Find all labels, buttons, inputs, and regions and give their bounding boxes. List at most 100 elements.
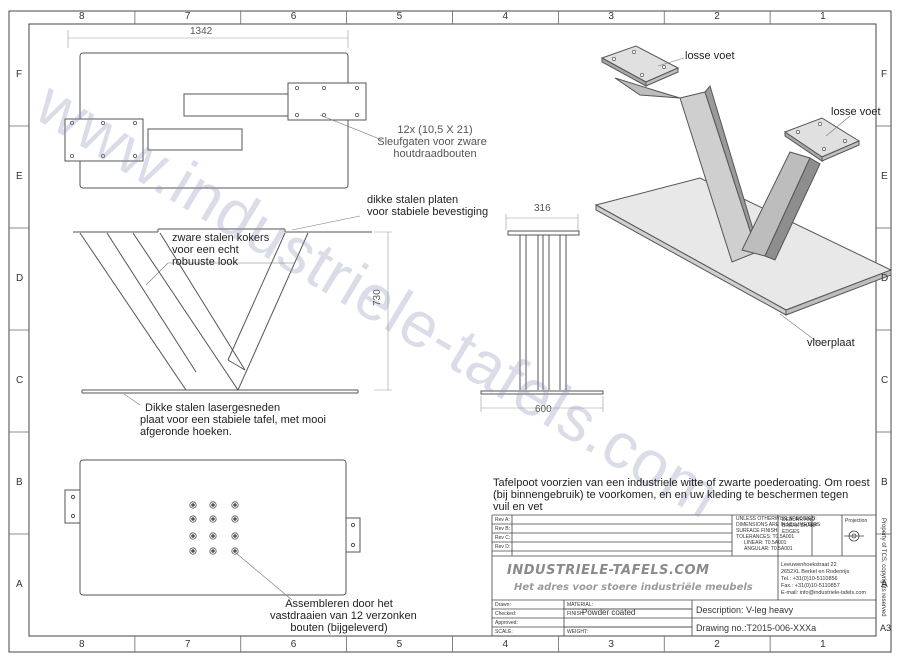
- note-tubes-line1: zware stalen kokers: [172, 232, 270, 244]
- deburr-line2: BREAK SHARP: [782, 523, 818, 529]
- dim-top-width: 1342: [190, 26, 213, 37]
- title-block: [491, 514, 877, 636]
- note-floorplate: vloerplaat: [807, 337, 855, 349]
- spec-linear: LINEAR: T0.5A001: [744, 540, 787, 546]
- spec-unless: UNLESS OTHERWISE SPECIFIED:: [736, 516, 817, 522]
- zone-col-bottom-3: 3: [608, 639, 614, 650]
- outer-border: [8, 10, 892, 653]
- brand-name: INDUSTRIELE-TAFELS.COM: [507, 563, 710, 578]
- zone-col-top-7: 7: [184, 11, 191, 22]
- note-foot-2: losse voet: [831, 106, 881, 118]
- zone-col-top-8: 8: [78, 11, 85, 22]
- zone-col-bottom-4: 4: [502, 639, 508, 650]
- isometric-view: [594, 45, 893, 345]
- address-line5: E-mail: info@industriele-tafels.com: [781, 590, 867, 596]
- spec-block: UNLESS OTHERWISE SPECIFIED: DIMENSIONS A…: [736, 516, 820, 552]
- spec-dims: DIMENSIONS ARE IN MILLIMETERS: [736, 522, 821, 528]
- note-base-line1: Dikke stalen lasergesneden: [145, 402, 281, 414]
- front-view: [73, 215, 392, 406]
- bolt-hole-grid: [189, 501, 239, 555]
- bolt-hole-center: [211, 549, 215, 553]
- sheet-size: A3: [880, 623, 892, 633]
- rev-c-label: Rev C:: [495, 535, 511, 541]
- deburr-block: DEBURR AND BREAK SHARP EDGES: [782, 517, 818, 535]
- zone-col-bottom-1: 1: [820, 639, 826, 650]
- spec-tolerances: TOLERANCES: T0.5A001: [736, 534, 795, 540]
- drawn-label: Drawn:: [495, 602, 511, 608]
- note-assembly-line3: bouten (bijgeleverd): [290, 622, 388, 634]
- address-line2: 2652XL Berkel en Rodenrijs: [781, 569, 850, 575]
- zone-row-right-D: D: [881, 273, 889, 284]
- zone-row-right-F: F: [881, 69, 888, 80]
- zone-row-left-F: F: [16, 69, 23, 80]
- approved-label: Approved:: [495, 620, 518, 626]
- description-label: Description:: [696, 605, 744, 615]
- material-label: MATERIAL:: [567, 602, 594, 608]
- zone-col-top-4: 4: [502, 11, 508, 22]
- rev-a-label: Rev A:: [495, 517, 510, 523]
- bolt-hole-center: [233, 517, 237, 521]
- rev-b-label: Rev B:: [495, 526, 511, 532]
- drawing-no-value: T2015-006-XXXa: [746, 623, 817, 633]
- rev-d-label: Rev D:: [495, 544, 511, 550]
- note-tubes: zware stalen kokers voor een echt robuus…: [172, 232, 269, 268]
- zone-row-left-A: A: [16, 579, 23, 590]
- bolt-hole-center: [191, 517, 195, 521]
- spec-angular: ANGULAR: T0.5A001: [744, 546, 793, 552]
- zone-row-left-B: B: [16, 477, 23, 488]
- product-description-line1: Tafelpoot voorzien van een industriele w…: [493, 477, 870, 489]
- side-view: [480, 214, 604, 412]
- note-foot-1: losse voet: [685, 50, 735, 62]
- drawing-no-field: Drawing no.:T2015-006-XXXa: [696, 623, 816, 633]
- dim-side-base-width: 600: [535, 404, 552, 415]
- note-slots: 12x (10,5 X 21) Sleufgaten voor zware ho…: [377, 124, 490, 160]
- bolt-hole-center: [233, 534, 237, 538]
- note-tubes-line2: voor een echt: [172, 244, 239, 256]
- address-line3: Tel.: +31(0)10-5110856: [781, 576, 838, 582]
- scale-label: SCALE:: [495, 629, 513, 635]
- address-line1: Leeuwenhoekstraat 22: [781, 562, 837, 568]
- note-tubes-line3: robuuste look: [172, 256, 239, 268]
- finish-value: Powder coated: [582, 608, 636, 617]
- note-slots-line2: Sleufgaten voor zware: [377, 136, 487, 148]
- checked-label: Checked:: [495, 611, 517, 617]
- bolt-hole-center: [211, 503, 215, 507]
- address-line4: Fax.: +31(0)10-5110857: [781, 583, 840, 589]
- note-slots-line3: houtdraadbouten: [393, 148, 477, 160]
- weight-label: WEIGHT:: [567, 629, 588, 635]
- note-assembly-line2: vastdraaien van 12 verzonken: [270, 610, 417, 622]
- dim-front-height: 730: [372, 289, 383, 306]
- zone-row-right-A: A: [881, 579, 888, 590]
- copyright-note: Property of TCS, copyrights reserved: [880, 518, 886, 617]
- zone-col-top-2: 2: [714, 11, 720, 22]
- zone-ticks: [9, 11, 891, 652]
- description-value: V-leg heavy: [746, 605, 794, 615]
- brand-slogan: Het adres voor stoere industriële meubel…: [514, 582, 753, 593]
- note-assembly-line1: Assembleren door het: [285, 598, 393, 610]
- zone-col-bottom-6: 6: [290, 639, 297, 650]
- zone-col-top-5: 5: [396, 11, 403, 22]
- zone-col-bottom-5: 5: [396, 639, 403, 650]
- zone-row-left-E: E: [16, 171, 23, 182]
- projection-label: Projection: [845, 518, 868, 524]
- bolt-hole-center: [191, 503, 195, 507]
- zone-row-right-E: E: [881, 171, 888, 182]
- product-description: Tafelpoot voorzien van een industriele w…: [493, 477, 870, 513]
- dim-side-top-width: 316: [534, 203, 551, 214]
- top-view: [64, 30, 383, 189]
- note-base-line3: afgeronde hoeken.: [140, 426, 232, 438]
- zone-row-left-D: D: [16, 273, 24, 284]
- note-slots-line1: 12x (10,5 X 21): [397, 124, 473, 136]
- zone-col-top-1: 1: [820, 11, 826, 22]
- note-plates-line2: voor stabiele bevestiging: [367, 206, 489, 218]
- note-plates: dikke stalen platen voor stabiele bevest…: [367, 194, 488, 218]
- zone-row-right-B: B: [881, 477, 888, 488]
- note-base-plate: Dikke stalen lasergesneden plaat voor ee…: [140, 402, 326, 438]
- zone-col-top-6: 6: [290, 11, 297, 22]
- bottom-view: [64, 459, 361, 601]
- company-address: Leeuwenhoekstraat 22 2652XL Berkel en Ro…: [781, 562, 866, 597]
- bolt-hole-center: [211, 517, 215, 521]
- note-plates-line1: dikke stalen platen: [367, 194, 459, 206]
- note-base-line2: plaat voor een stabiele tafel, met mooi: [140, 414, 326, 426]
